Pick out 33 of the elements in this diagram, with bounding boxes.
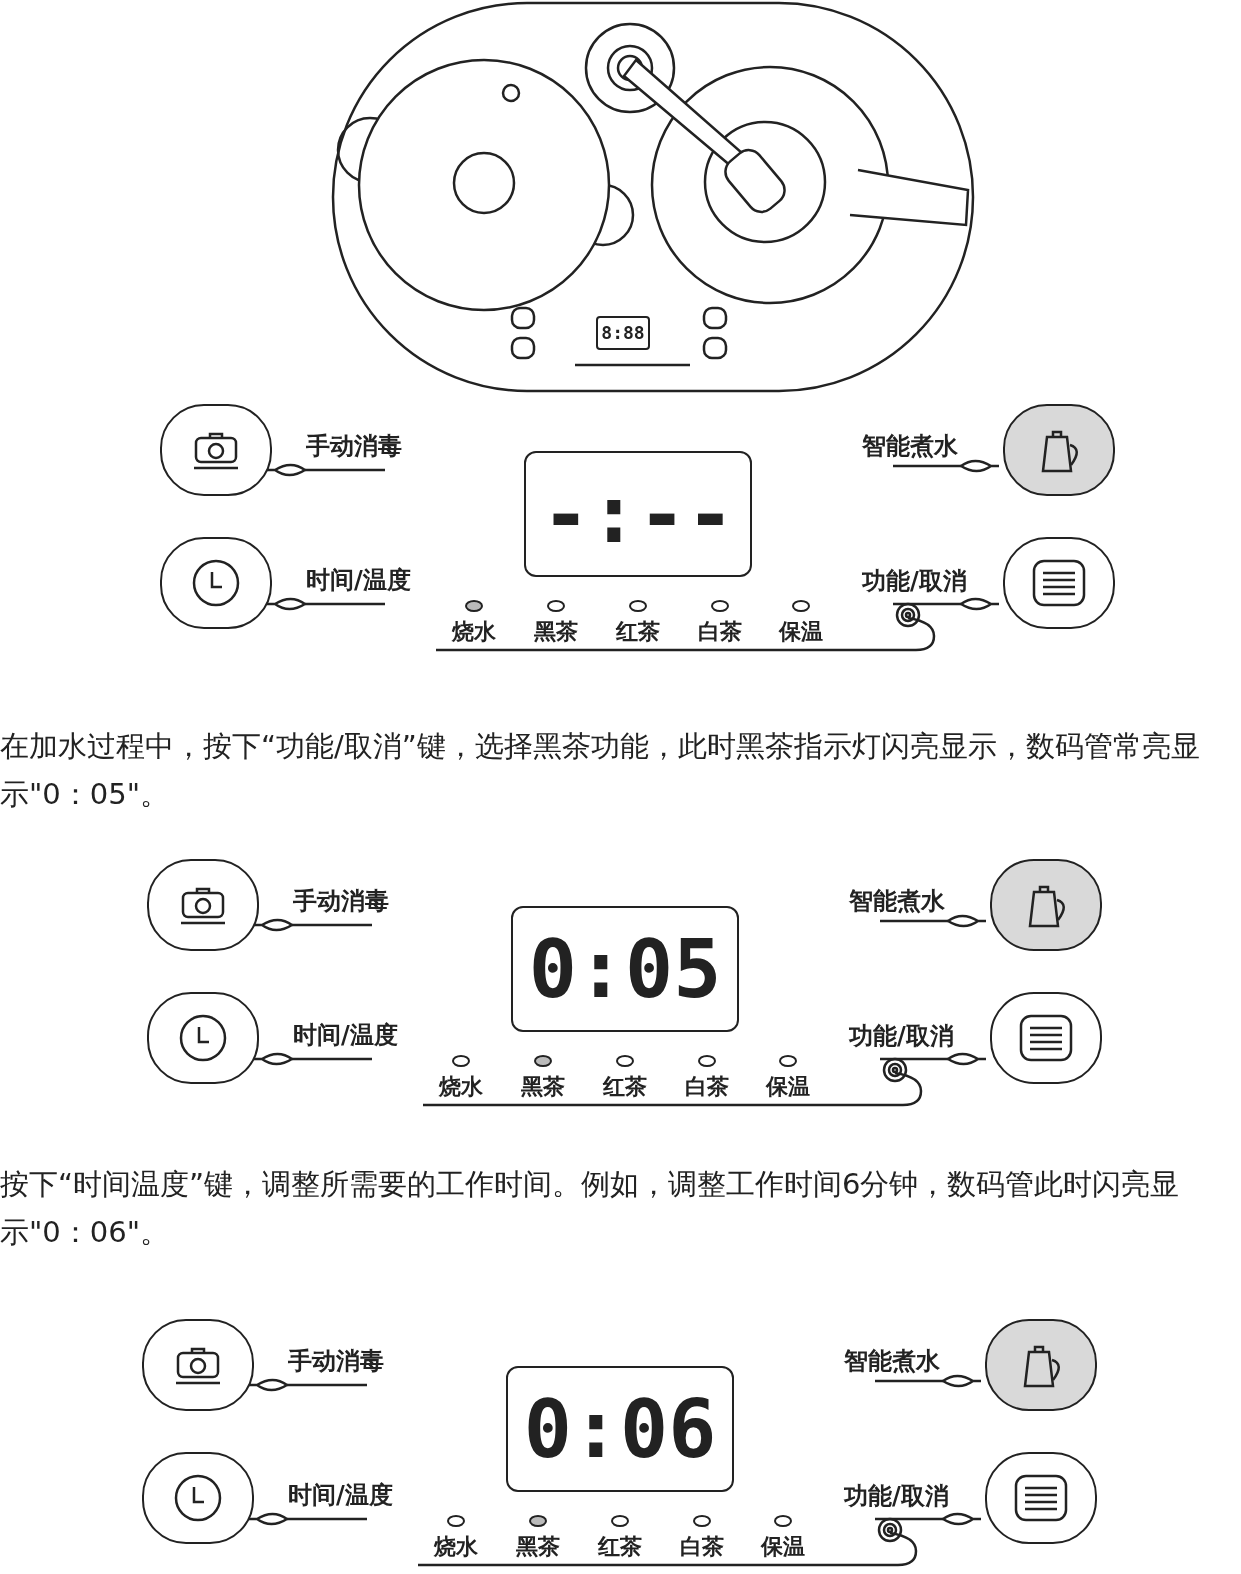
digital-display: -:-- <box>524 451 752 577</box>
button-label: 智能煮水 <box>844 1346 940 1377</box>
instruction-text: 在加水过程中，按下“功能/取消”键，选择黑茶功能，此时黑茶指示灯闪亮显示，数码管常亮显示"0：05"。 <box>0 728 1201 813</box>
indicator-label: 白茶 <box>684 1073 730 1101</box>
instruction-text: 按下“时间温度”键，调整所需要的工作时间。例如，调整工作时间6分钟，数码管此时闪亮显示"0：06"。 <box>0 1166 1181 1251</box>
button-label: 智能煮水 <box>862 431 958 462</box>
indicator-label: 红茶 <box>596 1533 643 1561</box>
button-label: 功能/取消 <box>844 1481 949 1512</box>
button-label: 功能/取消 <box>849 1021 954 1052</box>
indicator-label: 红茶 <box>614 618 661 646</box>
indicator-label: 黑茶 <box>533 618 579 646</box>
indicator-label: 保温 <box>764 1073 811 1101</box>
indicator-label: 保温 <box>759 1533 806 1561</box>
indicator-label: 白茶 <box>679 1533 725 1561</box>
indicator-label: 红茶 <box>601 1073 648 1101</box>
button-label: 手动消毒 <box>288 1346 384 1377</box>
indicator-label: 黑茶 <box>515 1533 561 1561</box>
button-label: 功能/取消 <box>862 566 967 597</box>
digital-display: 0:05 <box>511 906 739 1032</box>
button-label: 时间/温度 <box>293 1020 398 1051</box>
indicator-label: 黑茶 <box>520 1073 566 1101</box>
digital-display: 0:06 <box>506 1366 734 1492</box>
button-label: 时间/温度 <box>306 565 411 596</box>
indicator-label: 白茶 <box>697 618 743 646</box>
button-label: 手动消毒 <box>293 886 389 917</box>
button-label: 智能煮水 <box>849 886 945 917</box>
indicator-label: 烧水 <box>433 1533 479 1561</box>
indicator-label: 烧水 <box>451 618 497 646</box>
button-label: 时间/温度 <box>288 1480 393 1511</box>
display-readout: 8:88 <box>596 316 650 350</box>
indicator-label: 保温 <box>777 618 824 646</box>
indicator-label: 烧水 <box>438 1073 484 1101</box>
button-label: 手动消毒 <box>306 431 402 462</box>
